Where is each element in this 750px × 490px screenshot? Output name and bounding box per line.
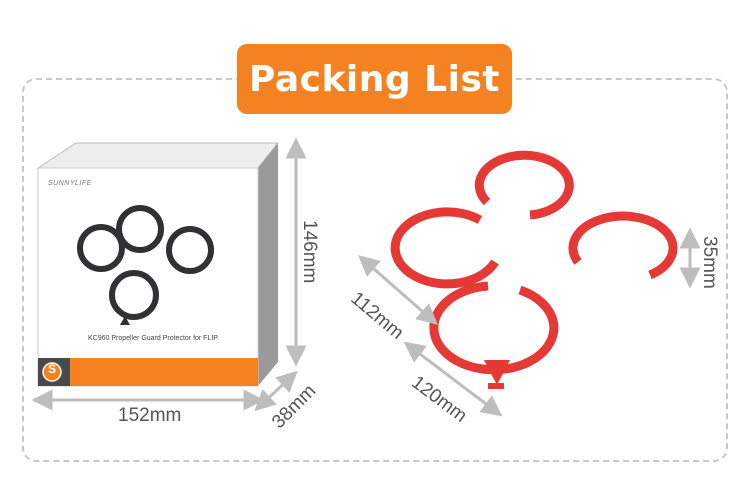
guard-height-label: 35mm — [699, 236, 720, 289]
red-guard-rings — [390, 150, 678, 389]
dimension-lines — [31, 137, 701, 417]
page-title: Packing List — [237, 44, 512, 114]
box-width-label: 152mm — [118, 405, 182, 426]
box-caption: KC960 Propeller Guard Protector for FLIP — [88, 335, 218, 342]
box-height-label: 146mm — [299, 220, 320, 284]
box-logo-letter: S — [48, 362, 57, 376]
box-logo-icon — [42, 362, 62, 382]
box-brand: SUNNYLIFE — [48, 180, 92, 187]
dark-guard-rings — [77, 205, 214, 325]
